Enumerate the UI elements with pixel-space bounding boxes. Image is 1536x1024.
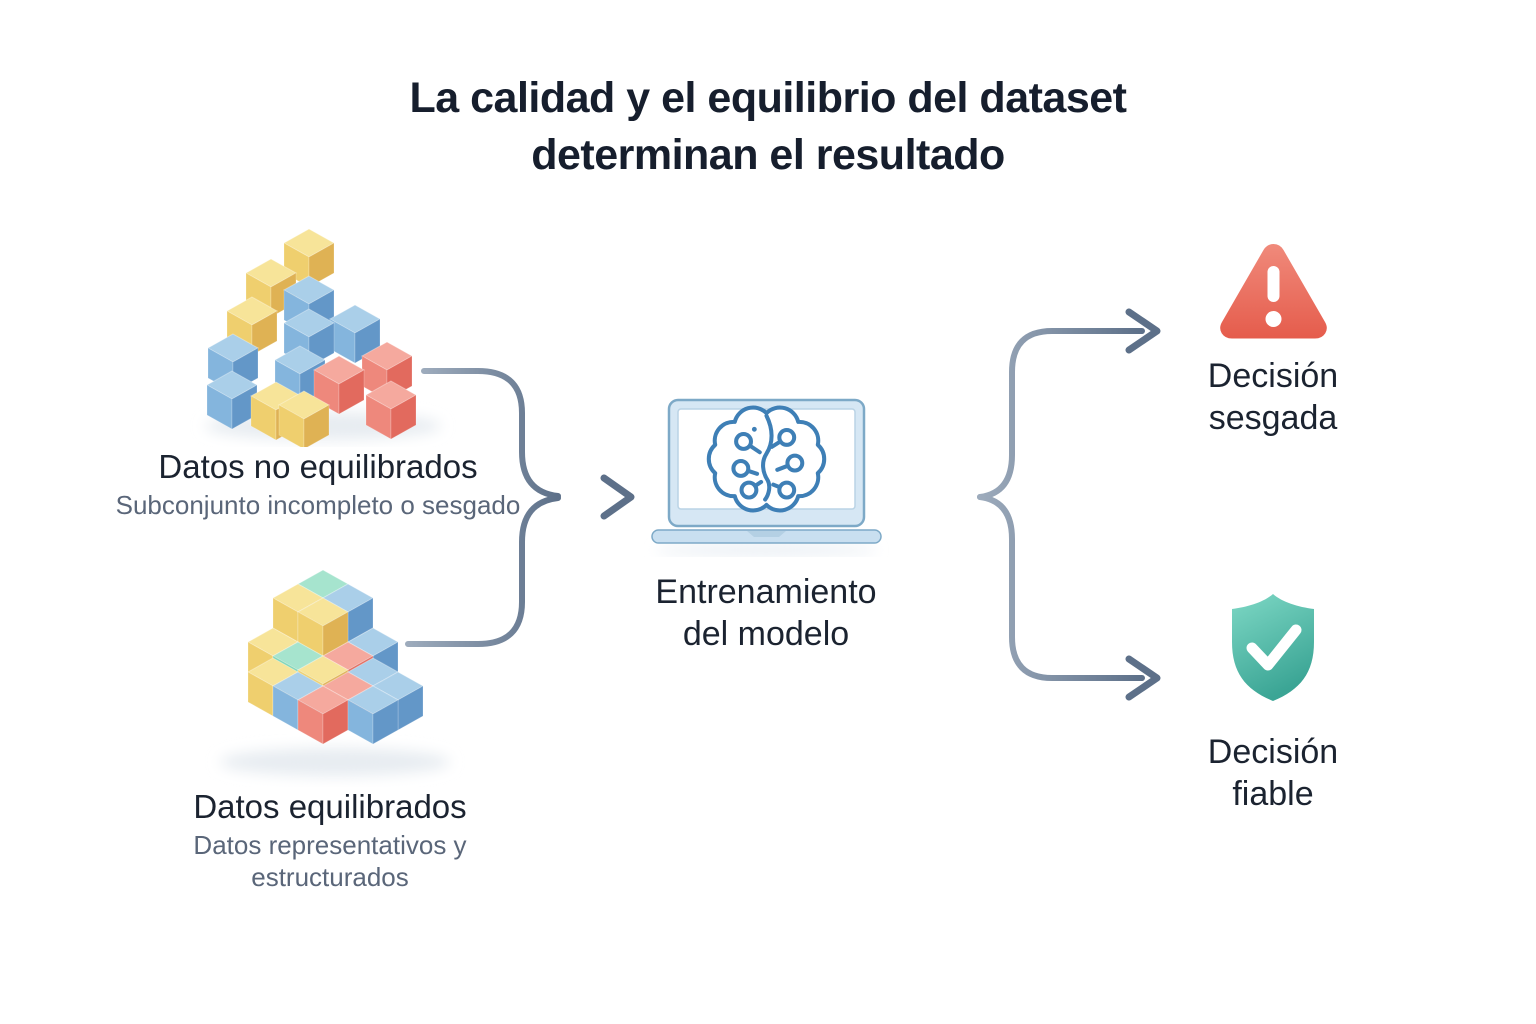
page-title: La calidad y el equilibrio del dataset d… [0,70,1536,184]
input-label: Datos equilibrados [193,788,467,825]
input-unbalanced-data: Datos no equilibrados Subconjunto incomp… [108,212,528,521]
split-arrow-up-branch [977,328,1145,500]
outcome-label-line2: sesgada [1208,399,1338,437]
outcome-label-line2: fiable [1232,775,1314,813]
check-mark [1246,624,1302,671]
laptop-brain-icon [650,398,882,556]
pile-shadow [220,748,450,776]
process-label-line1: Entrenamiento [655,573,877,611]
exclamation-dot [1265,311,1281,327]
shield-check-icon [1232,594,1314,701]
input-balanced-data: Datos equilibrados Datos representativos… [120,552,540,893]
unbalanced-cubes-illustration [205,228,441,447]
outcome-label-line1: Decisión [1207,733,1339,771]
process-model-training: Entrenamiento del modelo [616,392,916,655]
brain-circuit-icon [706,405,826,513]
laptop-notch [746,531,786,537]
input-sublabel: Subconjunto incompleto o sesgado [115,490,521,520]
split-arrow-down-branch [977,494,1145,681]
page-title-line2: determinan el resultado [531,131,1005,179]
laptop-shadow [653,544,878,556]
outcome-label: Decisión fiable [1123,731,1423,815]
outcome-label-line1: Decisión [1207,357,1339,395]
process-label: Entrenamiento del modelo [616,571,916,655]
balanced-cubes-illustration [220,569,450,776]
process-label-line2: del modelo [682,615,850,653]
outcome-reliable-decision: Decisión fiable [1123,590,1423,815]
warning-triangle-icon [1219,244,1327,339]
laptop-screen [676,408,856,510]
input-sublabel: Datos representativos y estructurados [193,830,467,892]
input-label: Datos no equilibrados [158,448,478,485]
outcome-label: Decisión sesgada [1123,355,1423,439]
outcome-biased-decision: Decisión sesgada [1123,238,1423,439]
page-title-line1: La calidad y el equilibrio del dataset [409,74,1128,122]
exclamation-bar [1267,266,1279,302]
